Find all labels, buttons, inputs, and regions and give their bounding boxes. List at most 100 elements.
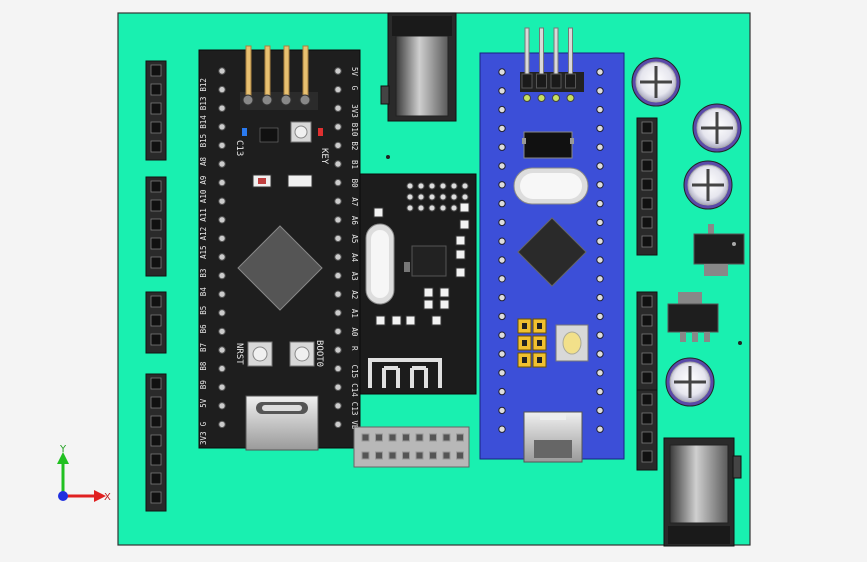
- header-socket: [150, 121, 162, 134]
- right-header-3[interactable]: [636, 389, 658, 471]
- header-socket: [150, 83, 162, 96]
- pin-hole: [334, 253, 342, 261]
- left-header-3[interactable]: [145, 291, 167, 354]
- dc-jack-bottom[interactable]: [663, 437, 742, 547]
- header-socket: [150, 295, 162, 308]
- header-socket: [150, 415, 162, 428]
- right-header-1[interactable]: [636, 117, 658, 256]
- pin-hole: [596, 218, 604, 227]
- pin-hole: [498, 312, 506, 321]
- pin-hole: [498, 237, 506, 245]
- header-socket: [641, 314, 653, 327]
- socket-hole: [429, 451, 437, 460]
- pin-hole: [334, 402, 342, 410]
- black-pill-right-pin-labels: 5VG3V3B10B2B1B0A7A6A5A4A3A2A1A0RC15C14C1…: [350, 67, 359, 430]
- swd-pin-header[interactable]: [240, 45, 318, 110]
- pin-hole: [218, 364, 226, 373]
- pin-hole: [334, 290, 342, 298]
- header-socket: [150, 333, 162, 346]
- blue-pill-board[interactable]: [479, 27, 625, 463]
- crystal: [513, 167, 589, 205]
- smd-component: [423, 299, 434, 310]
- pin-hole: [218, 327, 226, 336]
- pin-hole: [498, 218, 506, 227]
- smd-component: [439, 299, 450, 310]
- pin-label: B12: [199, 78, 208, 92]
- pin-label: G: [350, 86, 359, 91]
- usb-c-connector[interactable]: [245, 395, 319, 451]
- boot-jumpers[interactable]: [517, 318, 547, 368]
- smd-component: [375, 315, 386, 326]
- micro-usb-connector[interactable]: [523, 411, 583, 463]
- pin-label: A4: [350, 253, 359, 263]
- header-socket: [641, 431, 653, 444]
- c13-label: C13: [234, 140, 244, 156]
- pin-hole: [334, 141, 342, 150]
- regulator-chip: [259, 127, 279, 143]
- header-pin: [245, 45, 252, 99]
- pin-hole: [218, 141, 226, 150]
- pin-hole: [498, 387, 506, 396]
- blue-pill-swd-header[interactable]: [520, 27, 584, 102]
- header-socket: [150, 218, 162, 231]
- socket-hole: [442, 451, 451, 460]
- dc-jack-top[interactable]: [380, 12, 457, 122]
- header-socket: [150, 256, 162, 269]
- pin-hole: [218, 290, 226, 298]
- nrst-button[interactable]: [247, 341, 273, 367]
- pin-hole: [218, 383, 226, 391]
- boot0-button[interactable]: [289, 341, 315, 367]
- pin-hole: [334, 67, 342, 75]
- pin-hole: [596, 425, 604, 433]
- nrf-wireless-module[interactable]: [359, 173, 477, 395]
- smd-component: [423, 287, 434, 298]
- pin-hole: [218, 197, 226, 205]
- socket-hole: [456, 433, 464, 442]
- smd-component: [455, 235, 466, 246]
- pin-label: A8: [199, 156, 208, 166]
- pin-hole: [334, 383, 342, 391]
- boot0-label: BOOT0: [314, 340, 324, 367]
- black-pill-board[interactable]: 3V3G5VB9B8B7B6B5B4B3A15A12A11A10A9A8B15B…: [198, 45, 361, 451]
- left-header-2[interactable]: [145, 176, 167, 277]
- key-button[interactable]: [290, 121, 312, 143]
- left-header-4[interactable]: [145, 373, 167, 512]
- nrf-socket-header[interactable]: [353, 426, 470, 468]
- header-socket: [641, 371, 653, 384]
- pin-hole: [218, 253, 226, 261]
- pin-hole: [596, 87, 604, 95]
- pin-label: B3: [199, 269, 208, 278]
- smd-component: [459, 219, 470, 230]
- header-socket: [641, 450, 653, 463]
- pin-hole: [218, 178, 226, 187]
- pin-hole: [218, 67, 226, 75]
- pin-hole: [498, 199, 506, 208]
- pcb-antenna: [368, 358, 442, 388]
- pin-hole: [596, 162, 604, 170]
- pin-hole: [596, 143, 604, 151]
- mcu-chip: [517, 217, 587, 287]
- header-socket: [150, 491, 162, 504]
- socket-hole: [429, 433, 437, 442]
- pin-hole: [218, 402, 226, 410]
- mounting-dot: [738, 341, 742, 345]
- header-socket: [641, 178, 653, 191]
- socket-hole: [361, 451, 370, 460]
- pin-hole: [498, 425, 506, 433]
- pin-label: A2: [350, 290, 359, 299]
- pin-hole: [218, 123, 226, 131]
- pin-hole: [218, 160, 226, 168]
- socket-hole: [388, 433, 397, 442]
- smd-component: [455, 249, 466, 260]
- right-header-2[interactable]: [636, 291, 658, 392]
- pin-label: B15: [199, 134, 208, 148]
- pin-label: C13: [350, 402, 359, 416]
- reset-button[interactable]: [555, 324, 589, 362]
- electrolytic-capacitor: [692, 103, 742, 153]
- pin-hole: [498, 68, 506, 76]
- left-header-1[interactable]: [145, 60, 167, 161]
- pin-hole: [334, 85, 342, 94]
- header-socket: [641, 140, 653, 153]
- pin-hole: [498, 143, 506, 151]
